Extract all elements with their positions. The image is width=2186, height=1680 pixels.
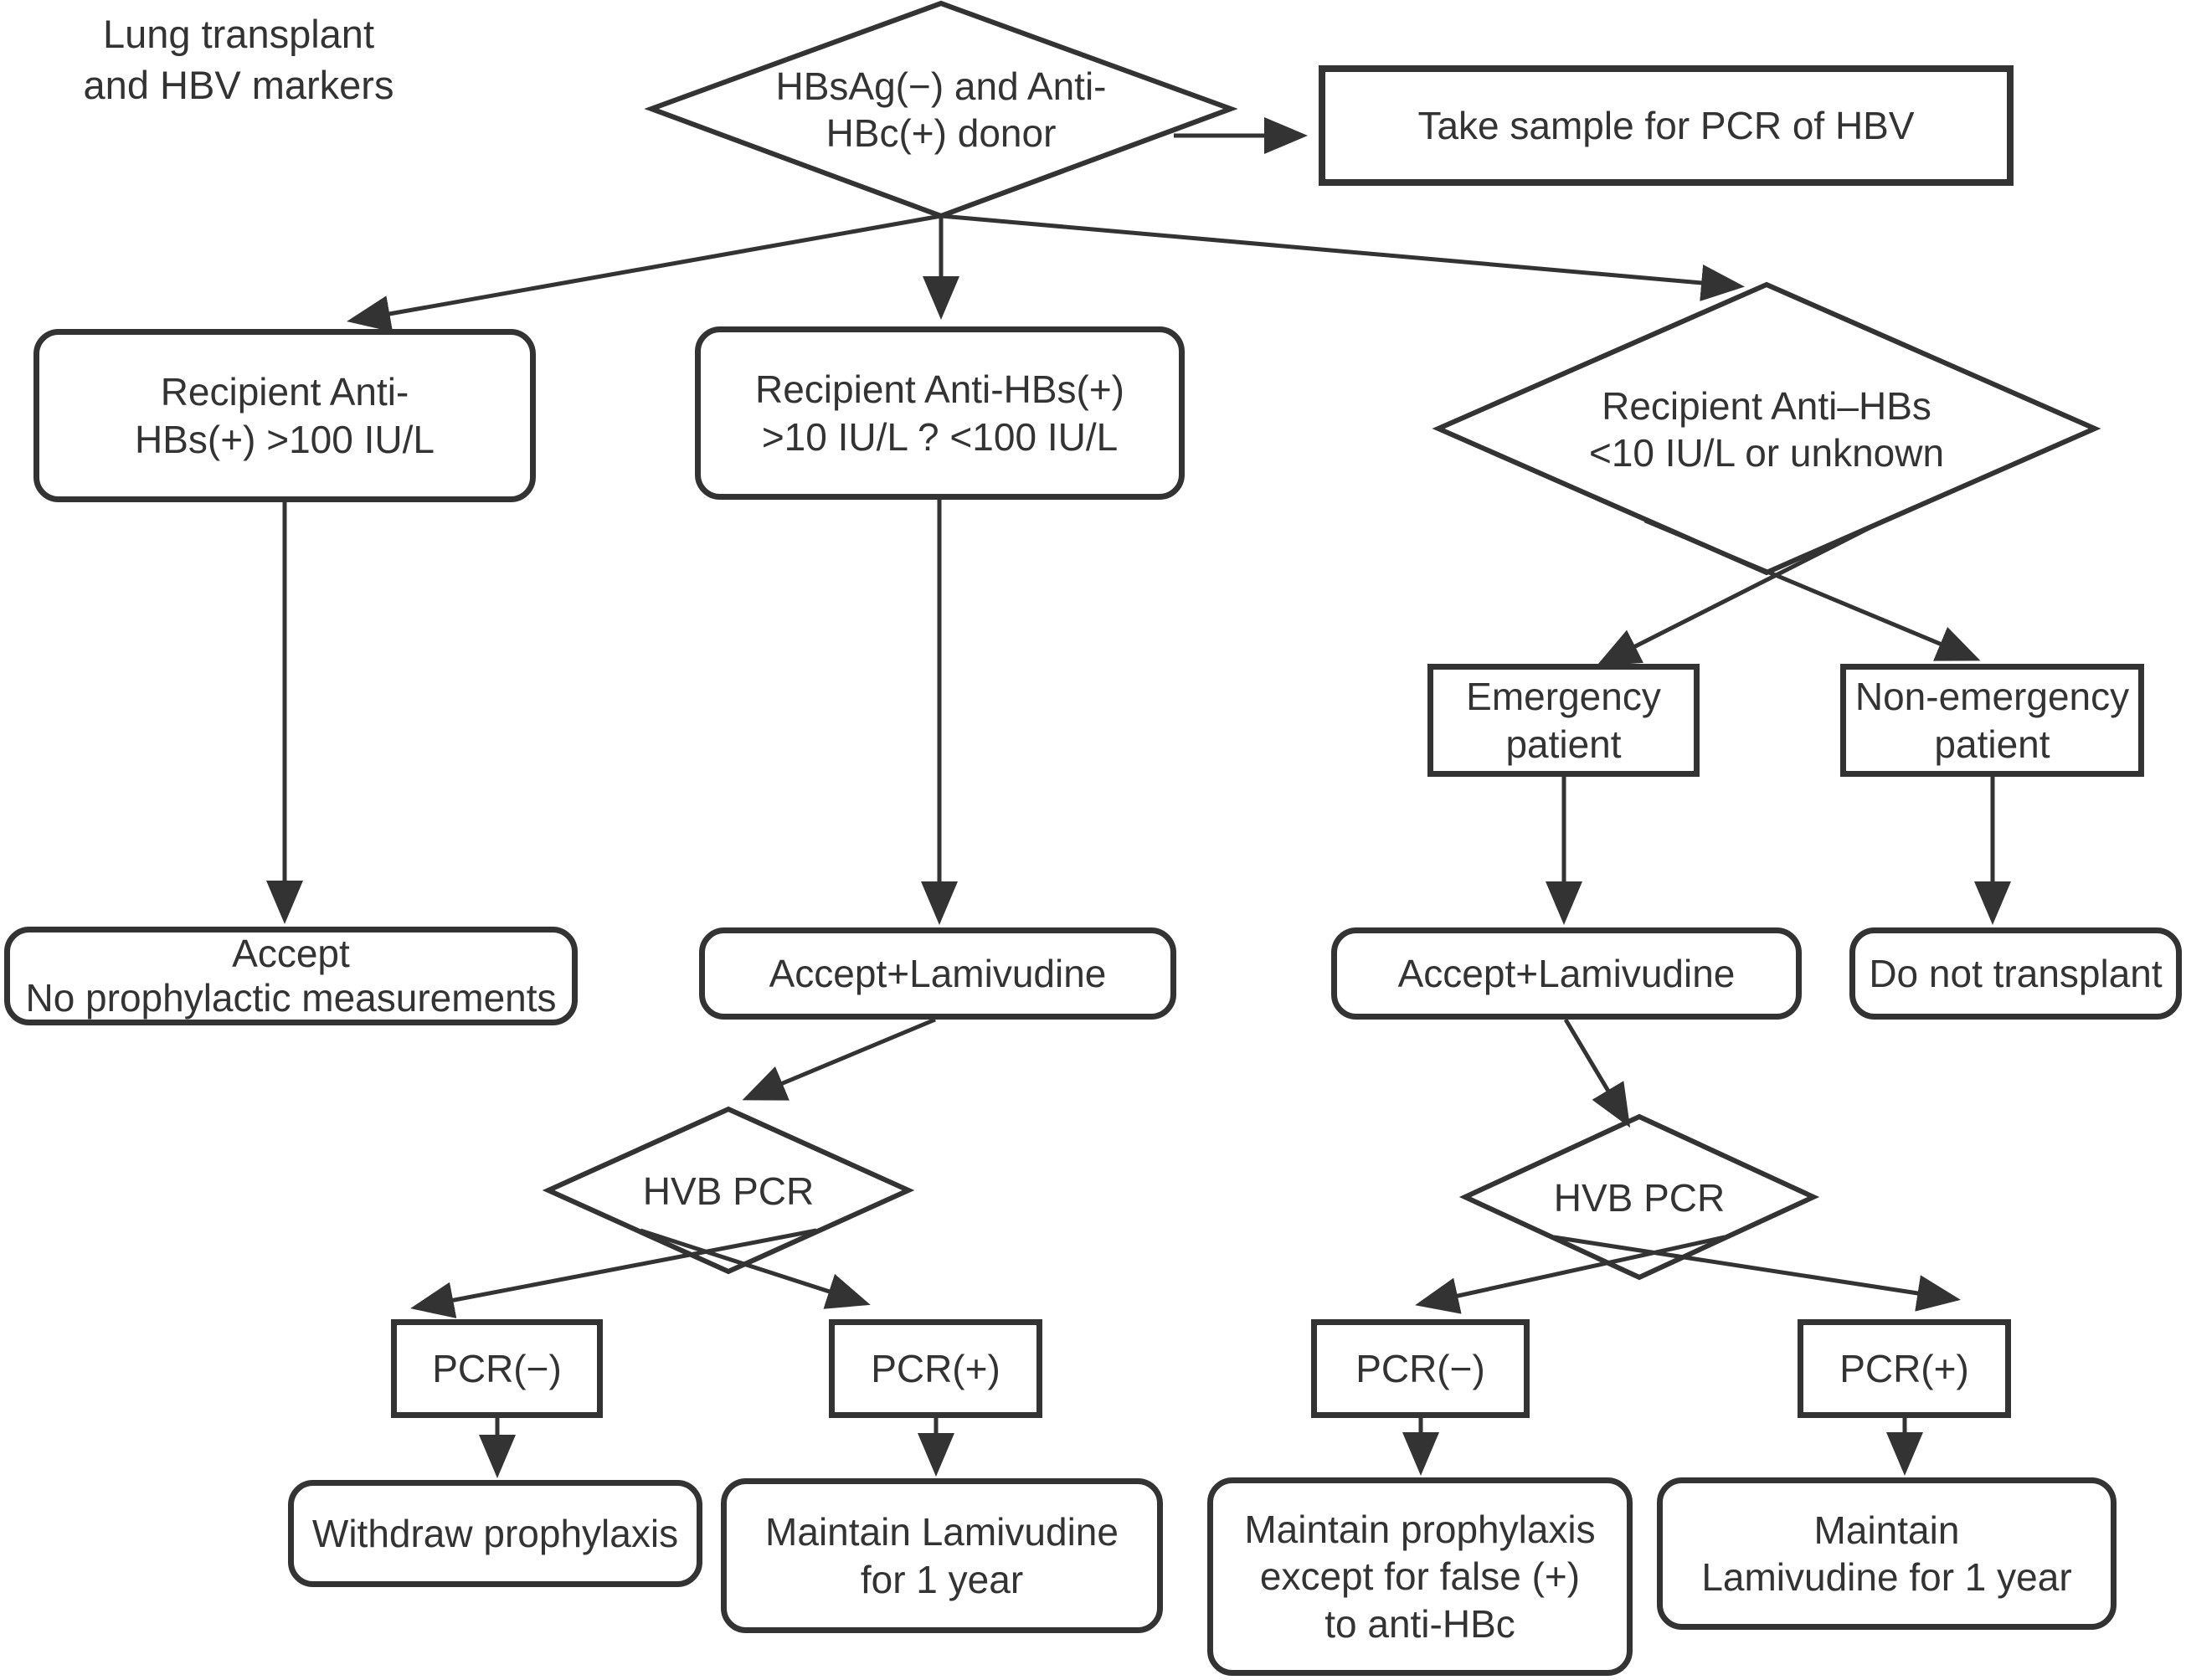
arrow-donor-to-recipient-high xyxy=(347,213,942,332)
pcr-positive-mid-box: PCR(+) xyxy=(829,1319,1042,1418)
arrow-recipient-low-to-non-emergency xyxy=(1644,518,1981,661)
arrow-hvb-pcr-right-to-pcr-negative xyxy=(1415,1235,1726,1314)
arrow-hvb-pcr-right-to-pcr-positive xyxy=(1553,1235,1961,1312)
arrow-accept-lamivudine-mid-to-hvb-pcr xyxy=(742,1017,936,1101)
arrow-accept-lamivudine-right-to-hvb-pcr xyxy=(1563,1018,1631,1128)
maintain-lamivudine-right-box: Maintain Lamivudine for 1 year xyxy=(1657,1477,2117,1630)
accept-lamivudine-mid-box: Accept+Lamivudine xyxy=(699,927,1176,1020)
arrow-hvb-pcr-mid-to-pcr-positive xyxy=(640,1228,871,1309)
recipient-high-box: Recipient Anti- HBs(+) >100 IU/L xyxy=(33,329,536,502)
pcr-positive-right-box: PCR(+) xyxy=(1798,1319,2011,1418)
recipient-mid-box: Recipient Anti-HBs(+) >10 IU/L ? <100 IU… xyxy=(695,326,1185,500)
arrow-donor-to-recipient-low xyxy=(940,213,1745,301)
take-sample-box: Take sample for PCR of HBV xyxy=(1319,65,2014,186)
accept-no-prophylaxis-box: Accept No prophylactic measurements xyxy=(4,927,578,1025)
do-not-transplant-box: Do not transplant xyxy=(1849,927,2182,1020)
maintain-prophylaxis-box: Maintain prophylaxis except for false (+… xyxy=(1207,1477,1633,1676)
diagram-title: Lung transplant and HBV markers xyxy=(83,12,394,108)
recipient-low-diamond-label: Recipient Anti–HBs <10 IU/L or unknown xyxy=(1588,383,1945,475)
accept-lamivudine-right-box: Accept+Lamivudine xyxy=(1331,927,1802,1020)
withdraw-prophylaxis-box: Withdraw prophylaxis xyxy=(288,1480,702,1587)
non-emergency-patient-box: Non-emergency patient xyxy=(1840,664,2144,777)
pcr-negative-mid-box: PCR(−) xyxy=(391,1319,603,1418)
arrow-hvb-pcr-mid-to-pcr-negative xyxy=(410,1228,817,1318)
emergency-patient-box: Emergency patient xyxy=(1427,664,1700,777)
hvb-pcr-mid-diamond-label: HVB PCR xyxy=(642,1169,815,1213)
hvb-pcr-right-diamond-shape xyxy=(1458,1113,1820,1281)
hvb-pcr-right-diamond-label: HVB PCR xyxy=(1553,1175,1726,1220)
arrow-recipient-low-to-emergency xyxy=(1596,518,1885,666)
donor-diamond-label: HBsAg(−) and Anti- HBc(+) donor xyxy=(775,64,1107,155)
hvb-pcr-mid-diamond-shape xyxy=(542,1106,915,1275)
maintain-lamivudine-mid-box: Maintain Lamivudine for 1 year xyxy=(721,1478,1163,1633)
pcr-negative-right-box: PCR(−) xyxy=(1311,1319,1530,1418)
